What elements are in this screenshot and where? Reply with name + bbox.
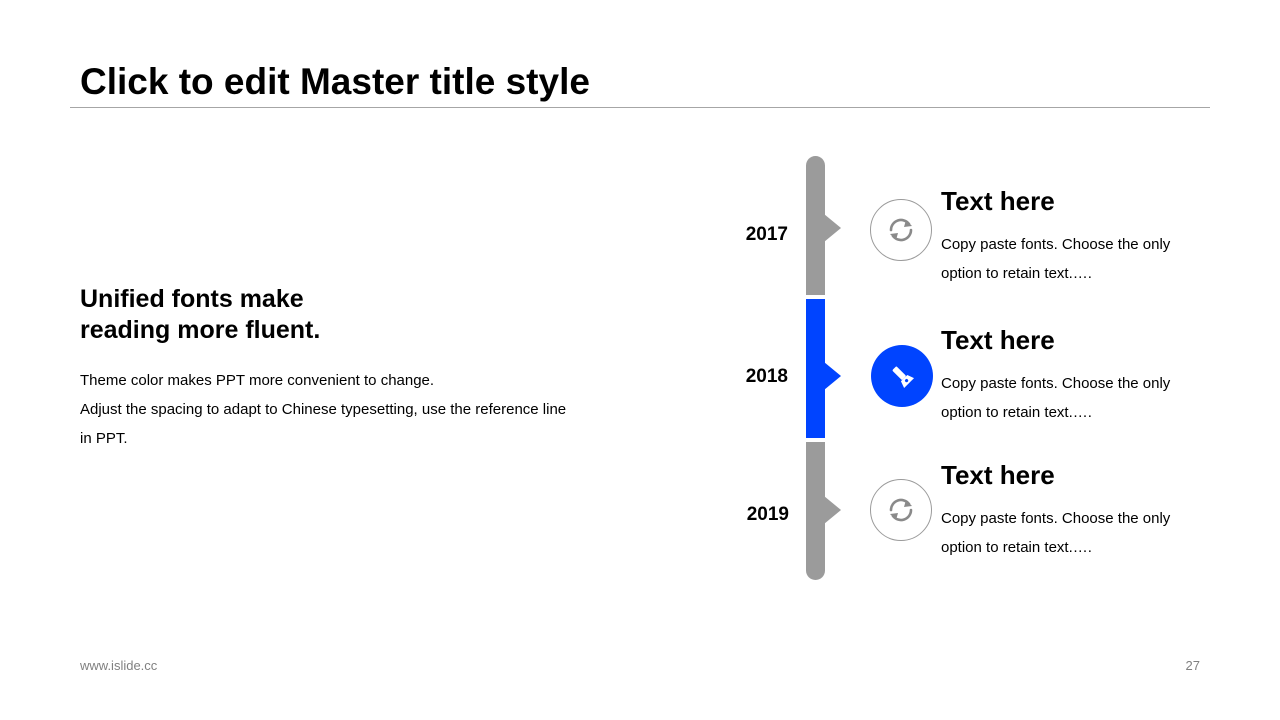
year-label-2019: 2019 [746, 504, 789, 525]
timeline-pointer-2019 [824, 496, 841, 524]
timeline-segment-2019 [806, 442, 825, 580]
body-line-2: Adjust the spacing to adapt to Chinese t… [80, 401, 567, 418]
item-desc-line-2: option to retain text.…. [941, 265, 1092, 282]
timeline-pointer-2017 [824, 214, 841, 242]
slide-title: Click to edit Master title style [80, 61, 590, 102]
left-heading-line-1: Unified fonts make [80, 285, 304, 313]
item-desc-2019: Copy paste fonts. Choose the only option… [941, 504, 1170, 562]
item-icon-circle-2017 [870, 199, 932, 261]
left-heading-line-2: reading more fluent. [80, 316, 321, 344]
year-label-2017: 2017 [745, 224, 788, 245]
footer-url: www.islide.cc [80, 658, 158, 673]
body-line-1: Theme color makes PPT more convenient to… [80, 372, 435, 389]
timeline-segment-2017 [806, 156, 825, 295]
timeline-segment-2018 [806, 299, 825, 438]
item-desc-line-2: option to retain text.…. [941, 404, 1092, 421]
body-line-3: in PPT. [80, 430, 128, 447]
page-number: 27 [1185, 658, 1200, 673]
item-icon-circle-2018 [871, 345, 933, 407]
refresh-icon [889, 218, 913, 242]
item-desc-line-1: Copy paste fonts. Choose the only [941, 375, 1171, 392]
item-desc-2017: Copy paste fonts. Choose the only option… [941, 230, 1170, 288]
year-label-2018: 2018 [745, 366, 788, 387]
refresh-icon [889, 498, 913, 522]
item-icon-circle-2019 [870, 479, 932, 541]
item-desc-line-1: Copy paste fonts. Choose the only [941, 236, 1171, 253]
item-title-2017: Text here [941, 186, 1055, 216]
item-desc-line-2: option to retain text.…. [941, 539, 1092, 556]
title-divider [70, 107, 1210, 108]
item-desc-line-1: Copy paste fonts. Choose the only [941, 510, 1171, 527]
item-desc-2018: Copy paste fonts. Choose the only option… [941, 369, 1170, 427]
timeline-pointer-2018 [824, 362, 841, 390]
left-body-text: Theme color makes PPT more convenient to… [80, 366, 620, 453]
item-title-2019: Text here [941, 460, 1055, 490]
left-heading: Unified fonts make reading more fluent. [80, 284, 320, 346]
item-title-2018: Text here [941, 325, 1055, 355]
flashlight-icon [892, 366, 915, 389]
